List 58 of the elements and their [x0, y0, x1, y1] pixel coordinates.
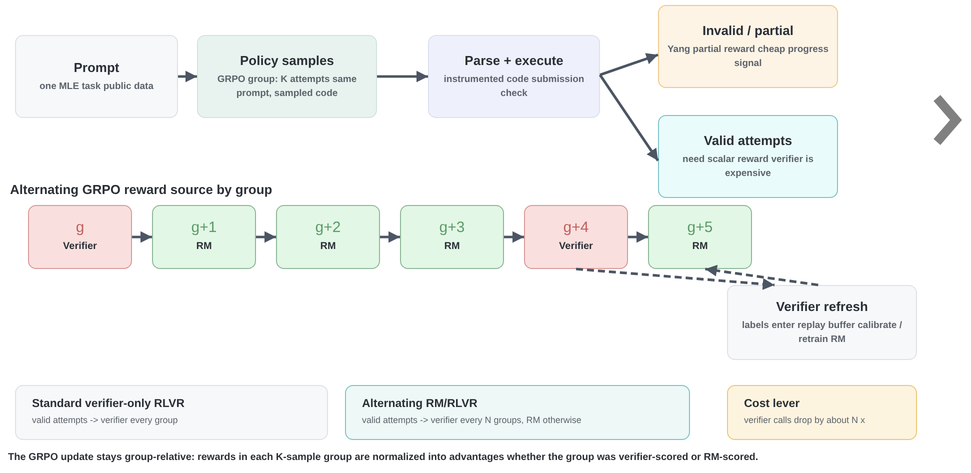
group-label: g+2 [315, 219, 341, 236]
group-box [276, 205, 380, 269]
box-title: Cost lever [744, 398, 800, 410]
box-title: Standard verifier-only RLVR [32, 398, 185, 410]
box-description: valid attempts -> verifier every N groups, RM otherwise [362, 414, 582, 427]
dashed-arrow [705, 264, 818, 286]
box-title: Invalid / partial [702, 22, 794, 38]
process-box [658, 115, 838, 198]
box-description: GRPO group: K attempts same prompt, sampled code [216, 72, 358, 100]
arrow [598, 74, 660, 162]
box-description: Yang partial reward cheap progress signal [667, 42, 829, 70]
arrow [256, 231, 276, 243]
arrow [377, 70, 428, 82]
group-label: g [76, 219, 84, 236]
summary-card [727, 385, 917, 440]
group-box [524, 205, 628, 269]
reward-source: RM [444, 240, 460, 254]
box-description: valid attempts -> verifier every group [32, 414, 178, 427]
group-box [28, 205, 132, 269]
box-title: Policy samples [240, 52, 334, 68]
arrow [504, 231, 524, 243]
box-description: verifier calls drop by about N x [744, 414, 866, 427]
group-label: g+5 [687, 219, 713, 236]
arrow [132, 231, 152, 243]
box-title: Verifier refresh [776, 298, 868, 314]
box-description: one MLE task public data [39, 80, 154, 94]
arrow [600, 53, 658, 76]
process-box [727, 285, 917, 360]
box-title: Valid attempts [704, 132, 792, 148]
arrow [380, 231, 400, 243]
process-box [428, 35, 600, 118]
box-description: instrumented code submission check [442, 72, 586, 100]
process-box [197, 35, 377, 118]
box-title: Alternating RM/RLVR [362, 398, 478, 410]
box-title: Prompt [74, 60, 120, 75]
reward-source: RM [320, 240, 336, 254]
process-box [15, 35, 178, 118]
section-heading: Alternating GRPO reward source by group [10, 182, 272, 197]
box-description: need scalar reward verifier is expensive [682, 152, 814, 180]
reward-source: RM [196, 240, 212, 254]
reward-source: Verifier [63, 240, 97, 254]
group-box [152, 205, 256, 269]
reward-source: Verifier [559, 240, 593, 254]
summary-card [345, 385, 690, 440]
process-box [658, 5, 838, 88]
group-box [648, 205, 752, 269]
group-label: g+4 [563, 219, 589, 236]
box-title: Parse + execute [464, 52, 564, 68]
group-box [400, 205, 504, 269]
dashed-arrow [576, 268, 775, 290]
group-label: g+1 [191, 219, 217, 236]
arrow [628, 231, 648, 243]
reward-source: RM [692, 240, 708, 254]
box-description: labels enter replay buffer calibrate / retrain RM [741, 318, 903, 346]
group-label: g+3 [439, 219, 465, 236]
summary-card [15, 385, 328, 440]
caption: The GRPO update stays group-relative: rewards in each K-sample group are normalized into advantages whether the group was verifier-scored or RM-scored. [8, 452, 758, 463]
arrow [178, 70, 197, 82]
